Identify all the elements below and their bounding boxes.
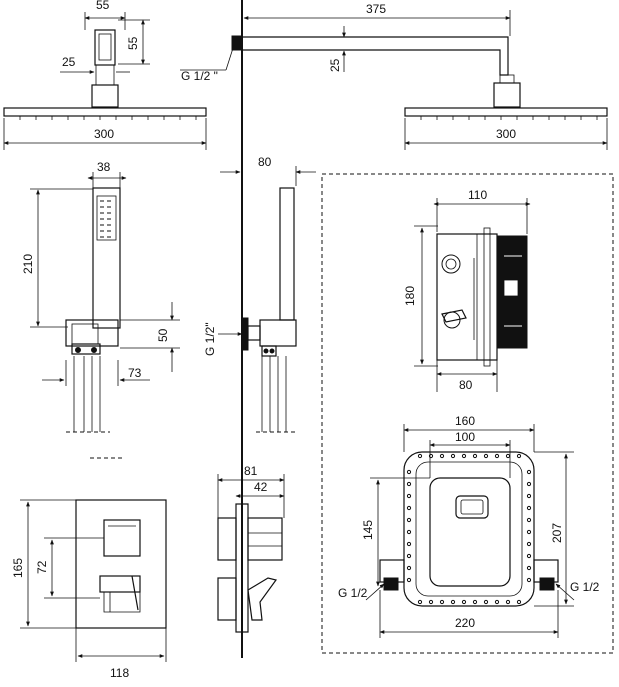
- holder-side-block: [259, 319, 297, 347]
- hose-outlet-thread-label: G 1/2": [203, 322, 217, 356]
- inlet-left-label: G 1/2: [338, 586, 368, 600]
- shower-head-left: [3, 107, 207, 117]
- nozzle-row-right: [420, 116, 598, 120]
- nozzle-grid: [100, 200, 113, 238]
- hose-outlet-side-view: 80 G 1/2": [203, 155, 316, 433]
- box-bottom-depth-label: 80: [459, 378, 473, 392]
- hand-shower-nozzle-face: [96, 195, 117, 241]
- valve-body-side: [235, 503, 243, 633]
- ceiling-shower-view: 55 55 25 300: [3, 0, 207, 150]
- shower-head-right: [404, 107, 608, 117]
- arm-thread-label: G 1/2 ": [181, 69, 218, 83]
- diverter-knob: [103, 519, 141, 557]
- plate-height-label: 165: [11, 558, 25, 578]
- lever-handle-side: [247, 577, 278, 621]
- arm-length-label: 375: [366, 2, 386, 16]
- cover-plate: [429, 477, 511, 587]
- cover-plate-front: [75, 499, 167, 629]
- holder-height-label: 50: [156, 328, 170, 342]
- inlet-right-label: G 1/2: [570, 580, 600, 594]
- holder-block: [65, 319, 119, 347]
- shower-arm: [242, 36, 509, 76]
- box-height-label: 180: [403, 286, 417, 306]
- frame-inner-height-label: 145: [361, 520, 375, 540]
- hand-shower-front-view: 38 210 50 73: [21, 160, 180, 459]
- wall-arm-shower-view: 375 25 G 1/2 " 300: [180, 2, 608, 150]
- knob-spacing-label: 72: [35, 560, 49, 574]
- head-mount-width-label: 55: [96, 0, 110, 12]
- mounting-frame-front-view: 160 100 145 207 G 1/2 G 1/2 220: [338, 414, 600, 638]
- valve-depth-label: 81: [244, 464, 258, 478]
- concealed-box-side-view: 110 180 80: [403, 188, 531, 392]
- hand-length-label: 210: [21, 254, 35, 274]
- frame-hole-column-left: [406, 469, 412, 583]
- frame-hole-column-right: [526, 469, 532, 583]
- frame-inner: [415, 461, 523, 597]
- frame-overall-width-label: 220: [455, 616, 475, 630]
- frame-outline: [403, 451, 535, 607]
- frame-inner-width-label: 100: [455, 430, 475, 444]
- valve-side-view: 81 42: [217, 464, 285, 633]
- valve-trim-depth-label: 42: [254, 480, 268, 494]
- hand-width-label: 38: [97, 160, 111, 174]
- hand-shower-side: [279, 187, 295, 321]
- hose-outlet-depth-label: 80: [258, 155, 272, 169]
- head-mount-height-label: 55: [126, 36, 140, 50]
- wall-flange: [231, 35, 243, 51]
- frame-hole-row-top: [417, 453, 522, 459]
- hand-shower-body: [92, 187, 121, 329]
- arm-height-label: 25: [328, 58, 342, 72]
- head-diameter-left-label: 300: [94, 127, 114, 141]
- box-body: [436, 233, 498, 361]
- head-diameter-right-label: 300: [496, 127, 516, 141]
- holder-width-label: 73: [128, 366, 142, 380]
- head-mount-offset-label: 25: [62, 55, 76, 69]
- inlet-upper: [441, 254, 461, 274]
- plate-width-label: 118: [110, 666, 129, 680]
- box-depth-label: 110: [468, 188, 487, 202]
- frame-outer-height-label: 207: [550, 523, 564, 543]
- lever-handle-front: [99, 575, 141, 593]
- frame-hole-row-bottom: [417, 599, 522, 605]
- valve-front-view: 165 72 118: [11, 499, 167, 680]
- wall-elbow: [241, 317, 249, 351]
- nozzle-row-left: [19, 116, 197, 120]
- frame-outer-width-label: 160: [455, 414, 475, 428]
- cover-slot: [455, 495, 489, 519]
